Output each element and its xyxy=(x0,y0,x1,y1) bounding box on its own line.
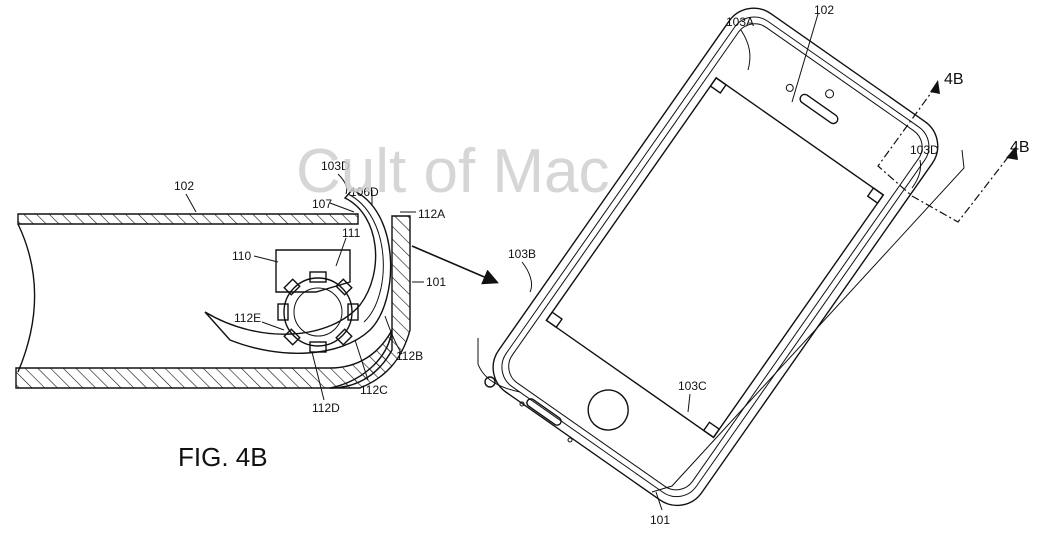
earpiece xyxy=(799,93,839,125)
phone-bezel xyxy=(501,16,930,498)
clip-103a xyxy=(709,76,727,94)
label-layer: 107 xyxy=(312,197,332,211)
clip-103b xyxy=(545,311,563,329)
bottom-ports xyxy=(484,376,573,443)
label-bracket: 110 xyxy=(232,249,251,263)
label-corner-right: 103D xyxy=(910,143,939,157)
phone-drawing xyxy=(492,7,939,507)
label-arc-right: 112B xyxy=(396,349,423,363)
phone-inner-rim xyxy=(508,23,923,491)
phone-leader-lines xyxy=(521,13,921,511)
label-frame: 101 xyxy=(426,275,446,289)
top-glass-layer xyxy=(17,213,359,225)
curved-sensor-arc xyxy=(204,189,392,354)
leader-lines xyxy=(185,173,424,401)
inner-arc-line xyxy=(347,193,384,323)
bracket-box xyxy=(275,249,351,293)
label-wall-top: 112A xyxy=(418,207,445,221)
front-camera xyxy=(825,89,835,99)
label-corner-left: 103B xyxy=(508,247,536,261)
label-arc-left: 112E xyxy=(234,311,261,325)
home-button xyxy=(587,389,629,431)
label-corner-top-left: 103A xyxy=(726,15,754,29)
watermark: Cult of Mac xyxy=(296,137,610,206)
label-housing: 101 xyxy=(650,513,670,527)
label-screen: 102 xyxy=(814,3,834,17)
label-gear-bottom: 112C xyxy=(360,383,388,397)
label-gear-tooth: 111 xyxy=(342,226,361,240)
label-sensor-edge: 106D xyxy=(350,185,379,199)
connector-arrow xyxy=(411,245,499,285)
phone-screen xyxy=(545,76,885,439)
label-section-a: 4B xyxy=(944,71,964,88)
phone-outer-body xyxy=(492,7,939,507)
figure-caption: FIG. 4B xyxy=(178,442,268,472)
frame-wall xyxy=(329,215,411,389)
sensor-dot xyxy=(785,83,794,92)
label-section-b: 4B xyxy=(1010,139,1030,156)
label-top-glass: 102 xyxy=(174,179,194,193)
body-left-edge xyxy=(17,223,36,373)
label-gear-left: 112D xyxy=(312,401,340,415)
cross-section-detail: 102 103D 107 106D 112A 110 111 101 112E … xyxy=(15,159,446,415)
label-clip-top: 103D xyxy=(321,159,350,173)
label-corner-bottom: 103C xyxy=(678,379,707,393)
gear xyxy=(277,271,359,353)
section-line xyxy=(877,80,1018,223)
clip-103c xyxy=(702,421,721,439)
phone-side-edge xyxy=(477,149,965,493)
bottom-base-layer xyxy=(15,329,393,389)
clip-103d xyxy=(866,187,885,205)
